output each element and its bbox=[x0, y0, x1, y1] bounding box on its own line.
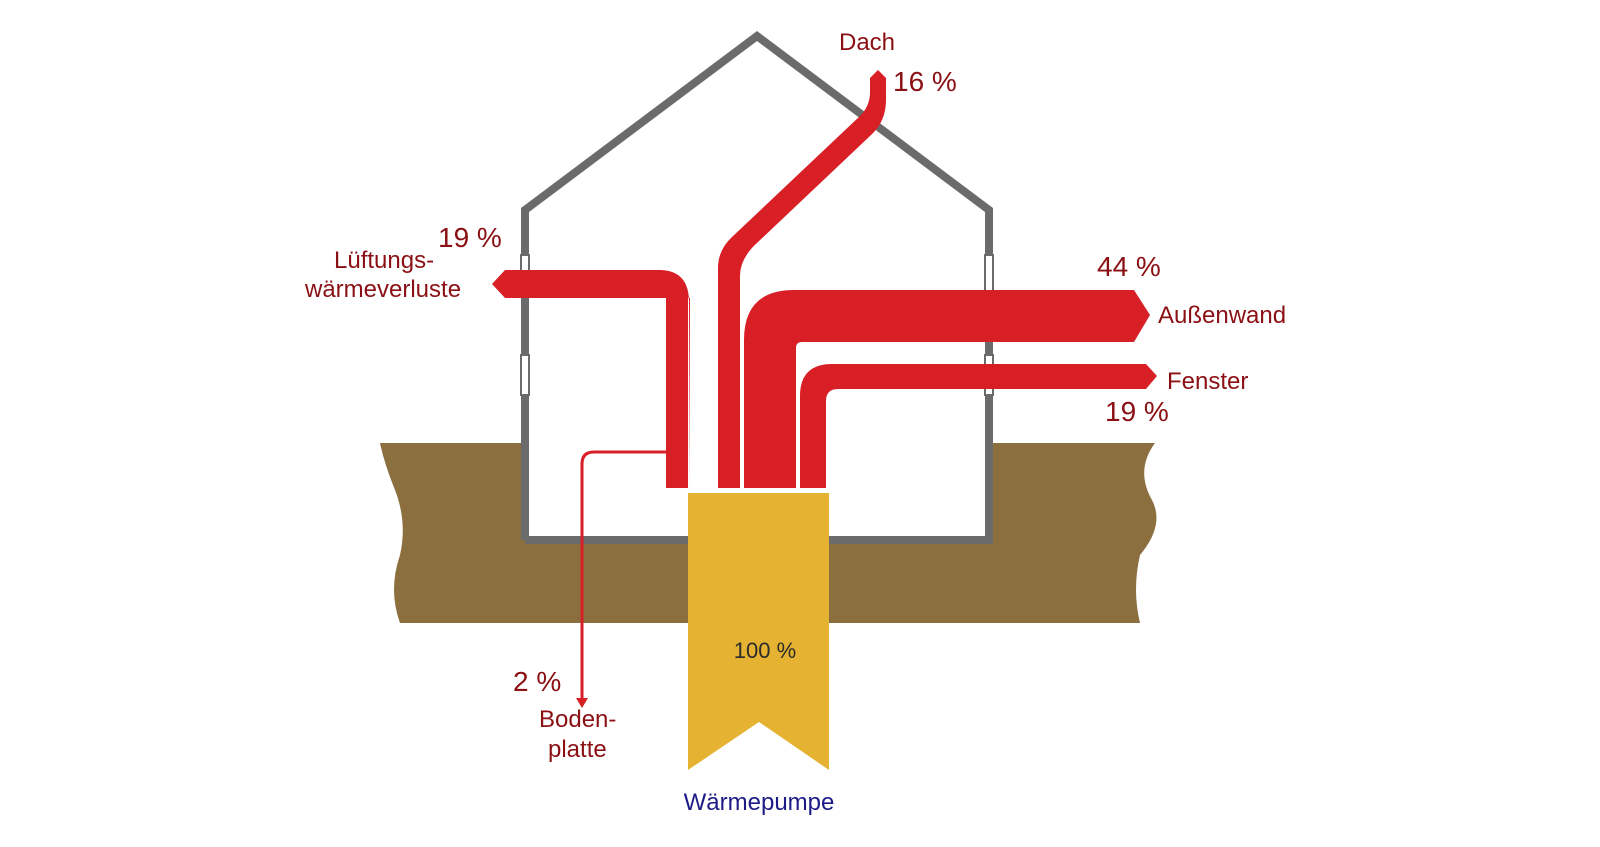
roof-label: Dach bbox=[839, 29, 895, 56]
outer-wall-flow bbox=[744, 290, 1150, 488]
floor-slab-arrowhead bbox=[576, 698, 588, 708]
floor-slab-label-line1: Boden- bbox=[539, 706, 616, 733]
window-percent: 19 % bbox=[1105, 396, 1169, 427]
roof-flow bbox=[718, 70, 886, 488]
ventilation-flow-band bbox=[492, 270, 690, 488]
window-label: Fenster bbox=[1167, 368, 1248, 395]
ventilation-percent: 19 % bbox=[438, 222, 502, 253]
heat-pump-label: Wärmepumpe bbox=[684, 789, 835, 816]
roof-percent: 16 % bbox=[893, 66, 957, 97]
outer-wall-label: Außenwand bbox=[1158, 302, 1286, 329]
floor-slab-label-line2: platte bbox=[548, 736, 607, 763]
heat-pump-percent: 100 % bbox=[734, 638, 796, 663]
floor-slab-percent: 2 % bbox=[513, 666, 561, 697]
window-flow bbox=[800, 364, 1157, 488]
outer-wall-percent: 44 % bbox=[1097, 251, 1161, 282]
ventilation-label-line1: Lüftungs- bbox=[334, 247, 434, 274]
ventilation-label-line2: wärmeverluste bbox=[304, 276, 461, 303]
heat-pump-arrow bbox=[688, 493, 829, 770]
